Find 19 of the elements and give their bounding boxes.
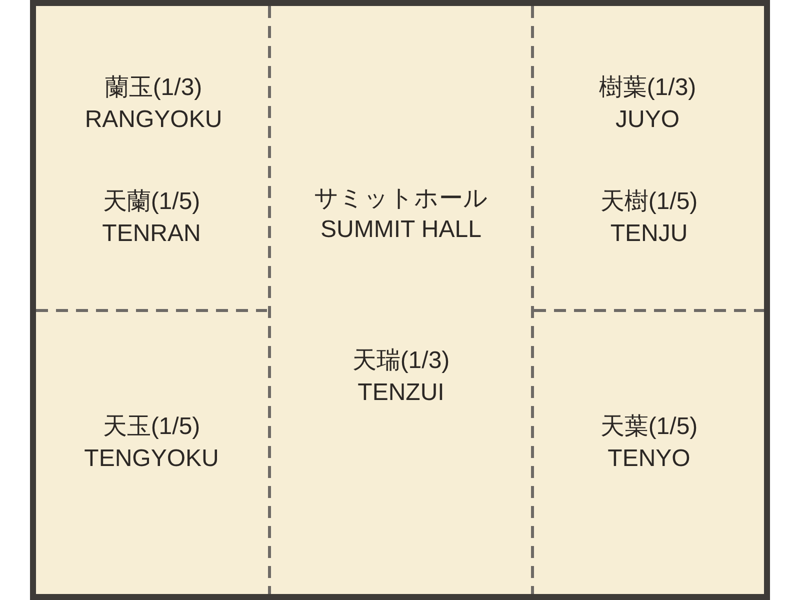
room-name: 天葉(1/5): [600, 412, 698, 442]
hall-floor: [30, 0, 770, 600]
room-name: TENGYOKU: [84, 444, 219, 474]
hall-name: サミットホール: [314, 184, 488, 214]
room-name: 蘭玉(1/3): [104, 73, 202, 103]
hall-name: SUMMIT HALL: [320, 215, 482, 245]
room-name: TENYO: [608, 444, 690, 474]
room-name: RANGYOKU: [84, 105, 222, 135]
room-name: TENRAN: [102, 219, 201, 249]
room-area: [531, 6, 764, 594]
room-name: 樹葉(1/3): [598, 73, 696, 103]
room-name: JUYO: [615, 105, 680, 135]
room-name: 天瑞(1/3): [352, 346, 450, 376]
room-name: 天蘭(1/5): [102, 187, 200, 217]
room-name: TENZUI: [358, 378, 444, 408]
room-name: 天玉(1/5): [102, 412, 200, 442]
room-area: [36, 6, 271, 594]
room-name: 天樹(1/5): [600, 187, 698, 217]
room-name: TENJU: [610, 219, 688, 249]
